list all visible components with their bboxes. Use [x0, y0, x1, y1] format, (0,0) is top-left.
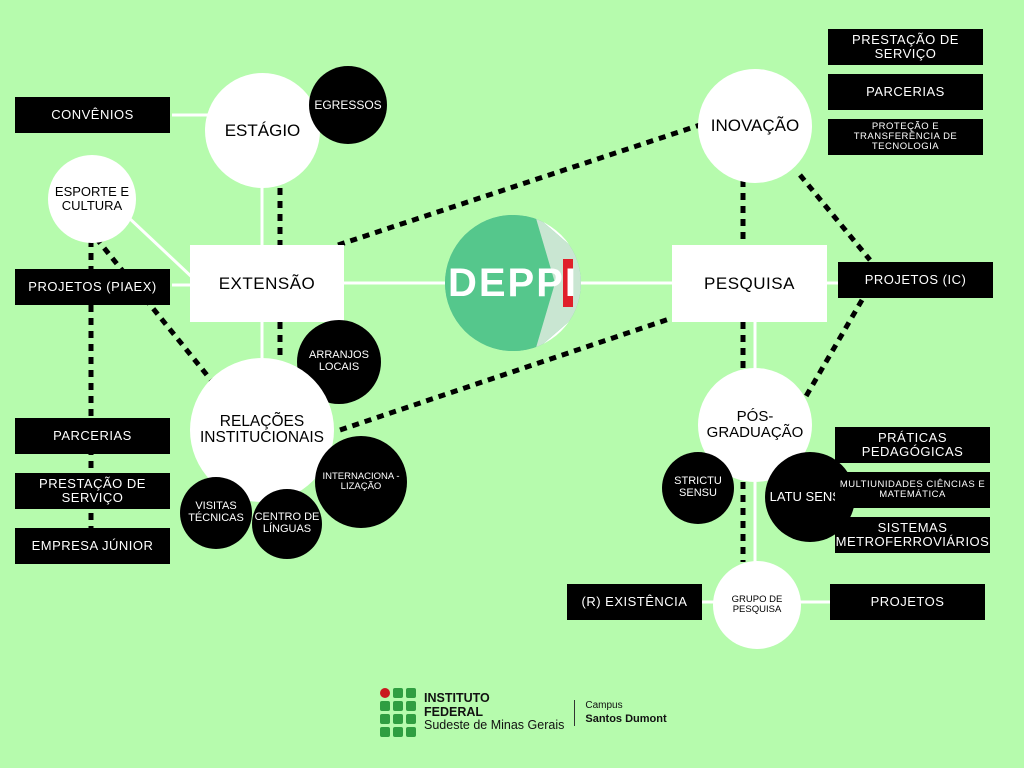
convenios-box: CONVÊNIOS	[15, 97, 170, 133]
pesquisa-box: PESQUISA	[672, 245, 827, 322]
egressos-circle: EGRESSOS	[309, 66, 387, 144]
projetos-ic-box: PROJETOS (IC)	[838, 262, 993, 298]
footer-separator	[574, 699, 576, 726]
extensao-box: EXTENSÃO	[190, 245, 344, 322]
deppi-logo: DEPPI	[445, 215, 581, 351]
r-existencia-box: (R) EXISTÊNCIA	[567, 584, 702, 620]
deppi-logo-text: DEPPI	[447, 261, 579, 305]
projetos-box-right: PROJETOS	[830, 584, 985, 620]
inovacao-circle: INOVAÇÃO	[698, 69, 812, 183]
parcerias-box-top: PARCERIAS	[828, 74, 983, 110]
institute-name: INSTITUTO FEDERAL Sudeste de Minas Gerai…	[424, 690, 565, 733]
deppi-logo-graphic	[445, 215, 581, 351]
stricto-sensu-circle: STRICTU SENSU	[662, 452, 734, 524]
protecao-box: PROTEÇÃO E TRANSFERÊNCIA DE TECNOLOGIA	[828, 119, 983, 155]
multiunidades-box: MULTIUNIDADES CIÊNCIAS E MATEMÁTICA	[835, 472, 990, 508]
grupo-pesquisa-circle: GRUPO DE PESQUISA	[713, 561, 801, 649]
institute-line1: INSTITUTO	[424, 690, 490, 705]
parcerias-box-left: PARCERIAS	[15, 418, 170, 454]
estagio-circle: ESTÁGIO	[205, 73, 320, 188]
institute-footer: INSTITUTO FEDERAL Sudeste de Minas Gerai…	[380, 688, 667, 737]
institute-line3: Sudeste de Minas Gerais	[424, 718, 565, 733]
prestacao-servico-box-top: PRESTAÇÃO DE SERVIÇO	[828, 29, 983, 65]
centro-linguas-circle: CENTRO DE LÍNGUAS	[252, 489, 322, 559]
internacionalizacao-circle: INTERNACIONA - LIZAÇÃO	[315, 436, 407, 528]
sistemas-metroferroviarios-box: SISTEMAS METROFERROVIÁRIOS	[835, 517, 990, 553]
visitas-tecnicas-circle: VISITAS TÉCNICAS	[180, 477, 252, 549]
campus-block: Campus Santos Dumont	[585, 699, 666, 726]
projetos-piaex-box: PROJETOS (PIAEX)	[15, 269, 170, 305]
empresa-junior-box: EMPRESA JÚNIOR	[15, 528, 170, 564]
campus-label: Campus	[585, 699, 623, 711]
praticas-pedagogicas-box: PRÁTICAS PEDAGÓGICAS	[835, 427, 990, 463]
institute-logo-icon	[380, 688, 416, 737]
campus-name: Santos Dumont	[585, 712, 667, 725]
institute-line2: FEDERAL	[424, 704, 484, 719]
prestacao-servico-box-left: PRESTAÇÃO DE SERVIÇO	[15, 473, 170, 509]
esporte-cultura-circle: ESPORTE E CULTURA	[48, 155, 136, 243]
